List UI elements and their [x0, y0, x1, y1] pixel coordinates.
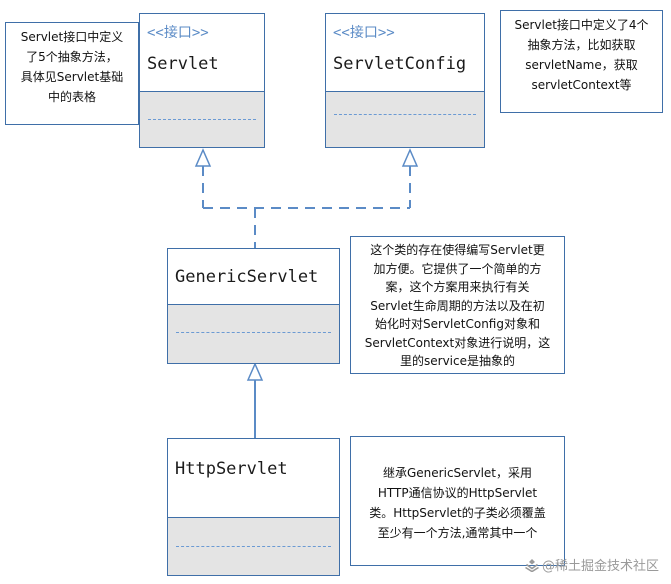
generic-note-line: 案，这个方案用来执行有关: [385, 280, 530, 294]
servlet-config-interface-box: <<接口>> ServletConfig: [325, 13, 485, 148]
realization-lines: [202, 166, 411, 248]
generic-note-line: 始化时对ServletConfig对象和: [375, 317, 540, 331]
servlet-note-line: Servlet接口中定义: [20, 30, 124, 44]
watermark-text: @稀土掘金技术社区: [541, 559, 659, 574]
juejin-logo-icon: [525, 559, 539, 572]
generic-note-line: 这个类的存在使得编写Servlet更: [370, 243, 545, 257]
servlet-class-name: Servlet: [147, 54, 219, 74]
http-note-line: HTTP通信协议的HttpServlet: [377, 486, 538, 500]
generic-arrowhead: [246, 362, 264, 381]
servlet-config-note: Servlet接口中定义了4个 抽象方法，比如获取 servletName，获取…: [500, 10, 663, 113]
servlet-members: [140, 91, 264, 147]
config-arrowhead: [401, 148, 419, 167]
config-note-line: servletContext等: [531, 78, 632, 92]
http-class-name: HttpServlet: [175, 459, 288, 479]
servlet-note-line: 了5个抽象方法，: [26, 50, 118, 64]
generic-note-line: 里的service是抽象的: [400, 354, 515, 368]
generic-note-line: Servlet生命周期的方法以及在初: [370, 298, 545, 313]
servlet-interface-box: <<接口>> Servlet: [139, 13, 265, 148]
servlet-stereotype: <<接口>>: [147, 25, 209, 41]
config-note-line: 抽象方法，比如获取: [527, 38, 636, 52]
servlet-note: Servlet接口中定义 了5个抽象方法， 具体见Servlet基础 中的表格: [5, 22, 139, 125]
config-members: [326, 91, 484, 147]
generic-note-line: ServletContext对象进行说明，这: [364, 335, 551, 350]
servlet-note-line: 具体见Servlet基础: [20, 70, 124, 84]
config-stereotype: <<接口>>: [333, 25, 395, 41]
generic-note-line: 加方便。它提供了一个简单的方: [373, 261, 542, 276]
http-note-line: 类。HttpServlet的子类必须覆盖: [369, 506, 546, 520]
config-class-name: ServletConfig: [333, 54, 467, 74]
servlet-note-line: 中的表格: [47, 90, 96, 104]
http-servlet-note: 继承GenericServlet，采用 HTTP通信协议的HttpServlet…: [350, 436, 565, 566]
generic-members: [168, 304, 339, 363]
generic-servlet-class-box: GenericServlet: [167, 248, 340, 364]
http-servlet-class-box: HttpServlet: [167, 438, 340, 576]
http-note-line: 继承GenericServlet，采用: [383, 466, 532, 480]
generic-servlet-note: 这个类的存在使得编写Servlet更 加方便。它提供了一个简单的方 案，这个方案…: [350, 236, 565, 374]
http-members: [168, 517, 339, 575]
config-note-line: Servlet接口中定义了4个: [514, 18, 649, 32]
generic-class-name: GenericServlet: [175, 267, 319, 287]
http-note-line: 至少有一个方法,通常其中一个: [377, 526, 538, 540]
servlet-arrowhead: [194, 148, 212, 167]
watermark: @稀土掘金技术社区: [525, 555, 659, 574]
config-note-line: servletName，获取: [525, 58, 638, 72]
